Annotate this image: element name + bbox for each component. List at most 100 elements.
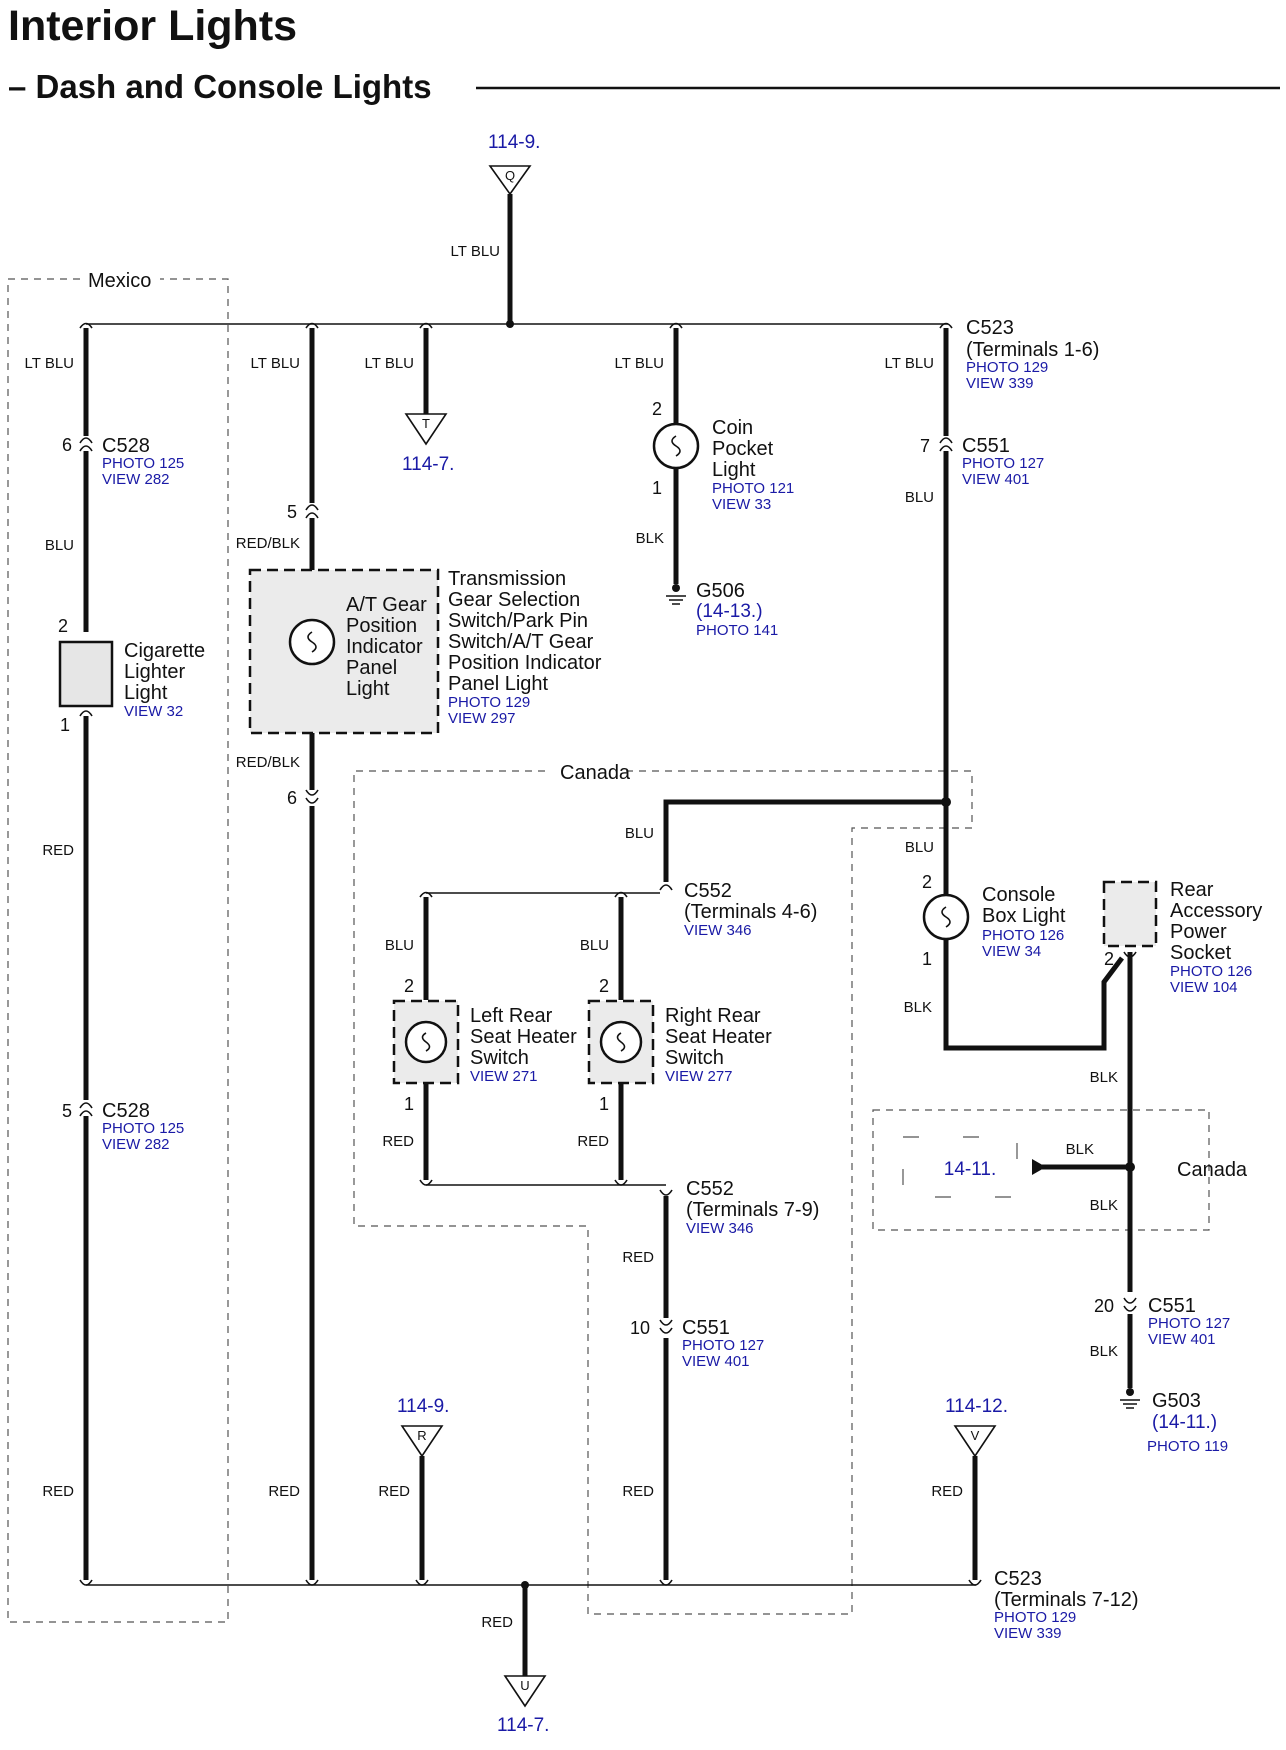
c552-upper-name: C552 — [684, 880, 732, 902]
c528-upper-pin: 6 — [62, 435, 72, 455]
rear-socket-photo[interactable]: PHOTO 126 — [1170, 963, 1252, 980]
c552-upper-taps — [419, 891, 628, 898]
left-heater-label: Switch — [470, 1047, 529, 1069]
wire-label: RED — [931, 1483, 963, 1500]
c528-upper-view[interactable]: VIEW 282 — [102, 471, 170, 488]
wire-label: RED — [378, 1483, 410, 1500]
cigarette-lighter-light — [58, 640, 114, 708]
link-q-ref[interactable]: 114-9. — [488, 132, 540, 153]
coin-label: Pocket — [712, 438, 774, 460]
console-label: Box Light — [982, 905, 1066, 927]
at-connector-upper — [305, 504, 319, 519]
cigarette-view[interactable]: VIEW 32 — [124, 703, 183, 720]
canada-region-label: Canada — [560, 762, 631, 784]
c523-top-terminals: (Terminals 1-6) — [966, 339, 1099, 361]
c551-upper-photo[interactable]: PHOTO 127 — [962, 455, 1044, 472]
g506-ref[interactable]: (14-13.) — [696, 601, 763, 622]
link-r-ref[interactable]: 114-9. — [397, 1396, 449, 1417]
at-gear-label: Gear Selection — [448, 589, 580, 611]
link-u-ref[interactable]: 114-7. — [497, 1715, 549, 1736]
c551-upper-symbol — [939, 437, 953, 452]
bulb-filament-icon — [941, 906, 951, 928]
wire-label: BLK — [1090, 1197, 1118, 1214]
g503-ref[interactable]: (14-11.) — [1152, 1412, 1217, 1433]
ref-1411-link[interactable]: 14-11. — [944, 1159, 996, 1180]
c523-bottom-view[interactable]: VIEW 339 — [994, 1625, 1062, 1642]
wire-label: RED — [622, 1249, 654, 1266]
link-u-letter: U — [520, 1678, 529, 1693]
c551-right-photo[interactable]: PHOTO 127 — [1148, 1315, 1230, 1332]
wire-label: RED — [622, 1483, 654, 1500]
coin-label: Light — [712, 459, 756, 481]
c523-top-view[interactable]: VIEW 339 — [966, 375, 1034, 392]
link-r-letter: R — [417, 1428, 426, 1443]
wire-label: RED — [382, 1133, 414, 1150]
c552-lower-terminals: (Terminals 7-9) — [686, 1199, 819, 1221]
coin-photo[interactable]: PHOTO 121 — [712, 480, 794, 497]
c551-upper-view[interactable]: VIEW 401 — [962, 471, 1030, 488]
c523-bottom-photo[interactable]: PHOTO 129 — [994, 1609, 1076, 1626]
c552-upper-view[interactable]: VIEW 346 — [684, 922, 752, 939]
right-heater-label: Switch — [665, 1047, 724, 1069]
at-gear-label: Position Indicator — [448, 652, 602, 674]
mexico-region-label: Mexico — [88, 270, 151, 292]
link-v-ref[interactable]: 114-12. — [945, 1396, 1008, 1417]
wire-label: LT BLU — [25, 355, 74, 372]
console-pin-top: 2 — [922, 872, 932, 892]
c552-upper-terminals: (Terminals 4-6) — [684, 901, 817, 923]
left-heater-pin-top: 2 — [404, 976, 414, 996]
c528-lower-name: C528 — [102, 1100, 150, 1122]
wire-label: BLU — [580, 937, 609, 954]
c551-mid-photo[interactable]: PHOTO 127 — [682, 1337, 764, 1354]
at-gear-inner-label: A/T Gear — [346, 594, 427, 616]
c551-mid-view[interactable]: VIEW 401 — [682, 1353, 750, 1370]
link-t-ref[interactable]: 114-7. — [402, 454, 454, 475]
bulb-filament-icon — [671, 435, 681, 457]
rear-socket-label: Accessory — [1170, 900, 1262, 922]
wire-label: RED — [577, 1133, 609, 1150]
rear-socket-pin: 2 — [1104, 949, 1114, 969]
wire-label: BLU — [625, 825, 654, 842]
rear-socket-view[interactable]: VIEW 104 — [1170, 979, 1238, 996]
console-photo[interactable]: PHOTO 126 — [982, 927, 1064, 944]
bulb-filament-icon — [616, 1032, 626, 1052]
c528-lower-pin: 5 — [62, 1101, 72, 1121]
wire-label: LT BLU — [251, 355, 300, 372]
cigarette-label: Lighter — [124, 661, 185, 683]
wire-label: LT BLU — [885, 355, 934, 372]
at-gear-photo[interactable]: PHOTO 129 — [448, 694, 530, 711]
wire-label: RED/BLK — [236, 754, 300, 771]
left-heater-label: Left Rear — [470, 1005, 553, 1027]
link-u-triangle — [503, 1675, 547, 1708]
c523-top-photo[interactable]: PHOTO 129 — [966, 359, 1048, 376]
right-heater-view[interactable]: VIEW 277 — [665, 1068, 733, 1085]
c528-lower-photo[interactable]: PHOTO 125 — [102, 1120, 184, 1137]
link-t-triangle — [404, 413, 448, 446]
at-gear-label: Transmission — [448, 568, 566, 590]
c551-right-view[interactable]: VIEW 401 — [1148, 1331, 1216, 1348]
rear-socket-label: Power — [1170, 921, 1227, 943]
cigarette-pin-mark — [79, 710, 93, 717]
bulb-filament-icon — [421, 1032, 431, 1052]
coin-view[interactable]: VIEW 33 — [712, 496, 771, 513]
at-gear-view[interactable]: VIEW 297 — [448, 710, 516, 727]
c528-upper-photo[interactable]: PHOTO 125 — [102, 455, 184, 472]
g506-name: G506 — [696, 580, 745, 602]
wire-label: BLU — [905, 489, 934, 506]
wire-blk-2 — [943, 940, 1124, 1051]
at-gear-indicator-box — [248, 568, 440, 735]
g506-photo[interactable]: PHOTO 141 — [696, 622, 778, 639]
c551-upper-name: C551 — [962, 435, 1010, 457]
c528-lower-symbol — [79, 1102, 93, 1117]
wire-label: LT BLU — [365, 355, 414, 372]
left-heater-view[interactable]: VIEW 271 — [470, 1068, 538, 1085]
c528-lower-view[interactable]: VIEW 282 — [102, 1136, 170, 1153]
g503-photo[interactable]: PHOTO 119 — [1147, 1438, 1228, 1455]
at-gear-label: Panel Light — [448, 673, 549, 695]
wire-label: BLK — [1090, 1343, 1118, 1360]
c552-lower-view[interactable]: VIEW 346 — [686, 1220, 754, 1237]
at-gear-inner-label: Light — [346, 678, 390, 700]
console-view[interactable]: VIEW 34 — [982, 943, 1041, 960]
wire-label: BLU — [45, 537, 74, 554]
